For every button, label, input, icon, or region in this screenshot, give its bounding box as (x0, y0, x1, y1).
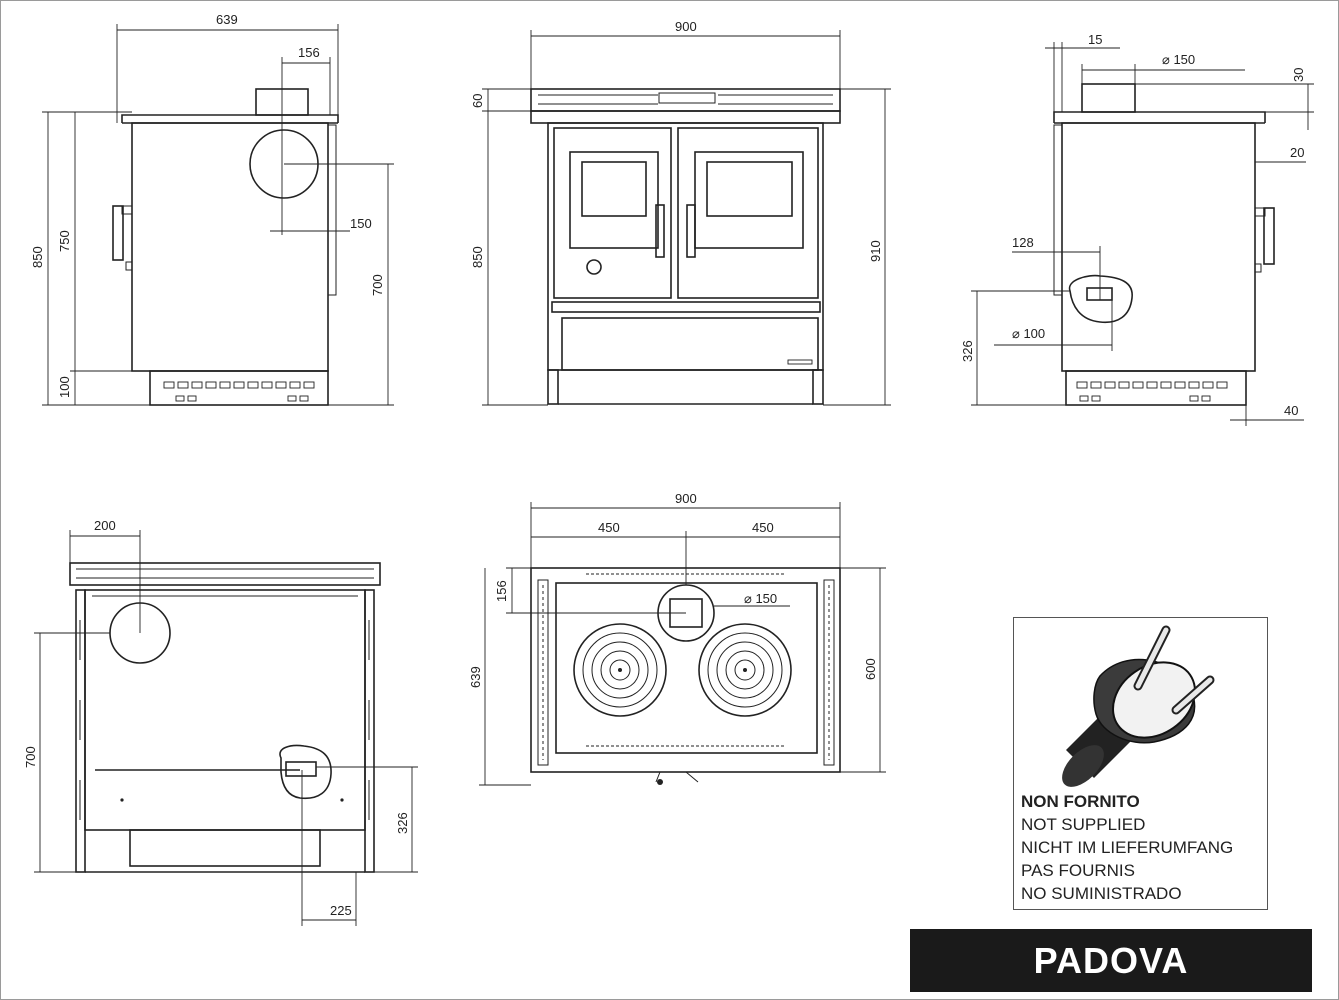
side-view-right: 15 ⌀ 150 30 20 128 ⌀ 100 326 40 (960, 32, 1314, 426)
dim-side-width: 639 (216, 12, 238, 27)
dim-side-flue-dia: 150 (350, 216, 372, 231)
plug-notice: NON FORNITO NOT SUPPLIED NICHT IM LIEFER… (1013, 617, 1268, 910)
dim-top-flue-dia: ⌀ 150 (744, 591, 777, 606)
dim-right-feet: 40 (1284, 403, 1298, 418)
dim-top-flue-depth: 156 (494, 580, 509, 602)
plug-notice-line-en: NOT SUPPLIED (1021, 815, 1146, 834)
dim-right-rim: 20 (1290, 145, 1304, 160)
side-view-left: 639 156 850 750 100 150 700 (30, 12, 394, 406)
dim-right-inlet-dia: ⌀ 100 (1012, 326, 1045, 341)
dim-front-width: 900 (675, 19, 697, 34)
dim-side-feet: 100 (57, 376, 72, 398)
plug-notice-line-es: NO SUMINISTRADO (1021, 884, 1182, 903)
dim-side-flue-offset: 156 (298, 45, 320, 60)
dim-front-top-rail: 60 (470, 94, 485, 108)
front-view: 900 60 850 910 (470, 19, 891, 406)
plug-notice-line-de: NICHT IM LIEFERUMFANG (1021, 838, 1234, 857)
dim-right-flue-stub: 30 (1291, 68, 1306, 82)
dim-side-total-height: 850 (30, 246, 45, 268)
plug-notice-line-it: NON FORNITO (1021, 792, 1140, 811)
dim-side-flue-height: 700 (370, 274, 385, 296)
dim-front-height: 850 (470, 246, 485, 268)
model-name-banner: PADOVA (910, 929, 1312, 992)
dim-right-inlet-height: 326 (960, 340, 975, 362)
dim-top-width: 900 (675, 491, 697, 506)
dim-rear-flue-height: 700 (23, 746, 38, 768)
dim-right-edge: 15 (1088, 32, 1102, 47)
dim-top-depth-total: 639 (468, 666, 483, 688)
dim-rear-flue-offset: 200 (94, 518, 116, 533)
dim-right-inlet-offset: 128 (1012, 235, 1034, 250)
dim-front-total-height: 910 (868, 240, 883, 262)
dim-top-half-right: 450 (752, 520, 774, 535)
top-view: 900 450 450 156 639 600 ⌀ 150 (468, 491, 886, 786)
dim-rear-inlet-height: 326 (395, 812, 410, 834)
dim-top-depth: 600 (863, 658, 878, 680)
dim-top-half-left: 450 (598, 520, 620, 535)
plug-notice-line-fr: PAS FOURNIS (1021, 861, 1135, 880)
dim-right-flue-dia: ⌀ 150 (1162, 52, 1195, 67)
rear-view: 200 700 326 225 (23, 518, 418, 926)
dim-rear-inlet-offset: 225 (330, 903, 352, 918)
dim-side-top-height: 750 (57, 230, 72, 252)
plug-icon (1062, 625, 1215, 787)
